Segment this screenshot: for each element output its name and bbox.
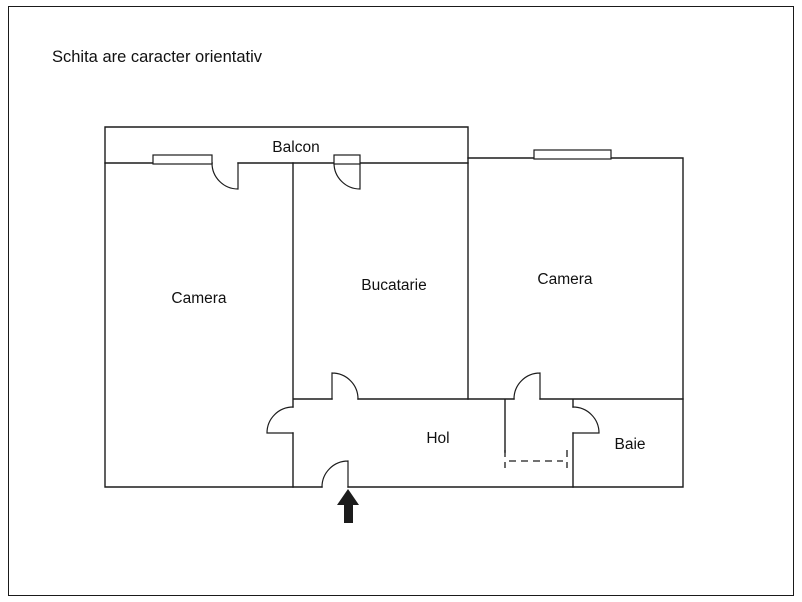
windows-group xyxy=(152,149,612,165)
room-label-room-left: Camera xyxy=(171,290,227,307)
balcony-walls xyxy=(104,126,469,400)
doors-group xyxy=(211,162,600,488)
entrance-arrow-icon xyxy=(337,489,359,523)
kitchen-hall-door xyxy=(331,372,359,400)
entrance-door xyxy=(321,460,349,488)
dashed-partition xyxy=(504,450,568,468)
room-label-bathroom: Baie xyxy=(614,436,645,453)
bathroom-door xyxy=(572,406,600,434)
disclaimer-text: Schita are caracter orientativ xyxy=(52,48,263,66)
room-label-kitchen: Bucatarie xyxy=(361,277,426,294)
interior-walls xyxy=(292,162,684,488)
room-label-balcony: Balcon xyxy=(272,139,319,156)
window-kitchen xyxy=(333,154,361,165)
room-left-hall-door xyxy=(266,406,294,434)
window-room-right xyxy=(533,149,612,160)
room-label-room-right: Camera xyxy=(537,271,593,288)
room-right-hall-door xyxy=(513,372,541,400)
balcony-door-left xyxy=(211,162,239,190)
room-labels-group: Balcon Camera Bucatarie Camera Hol Baie xyxy=(171,139,645,453)
dashed-partition-lines xyxy=(504,450,568,468)
window-room-left xyxy=(152,154,213,165)
apartment-outer-walls xyxy=(104,157,684,488)
balcony-door-kitchen xyxy=(333,162,361,190)
room-label-hallway: Hol xyxy=(426,430,449,447)
